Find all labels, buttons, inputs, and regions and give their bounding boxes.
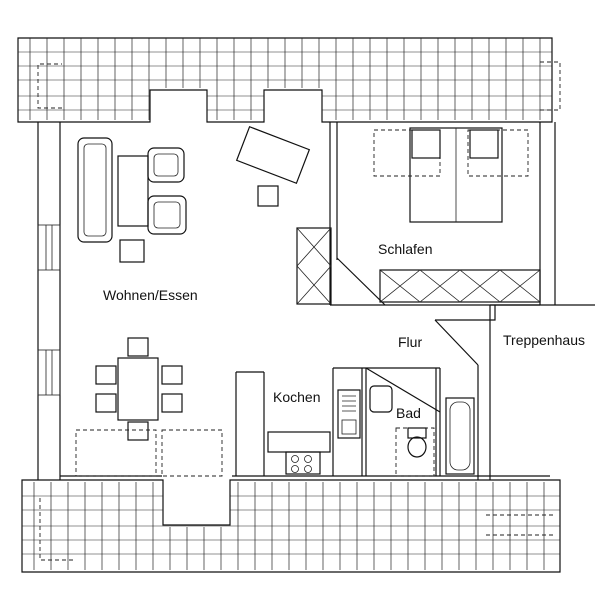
armchair-1 xyxy=(147,147,185,183)
label-stairwell: Treppenhaus xyxy=(503,332,585,348)
interior-walls xyxy=(235,122,540,480)
stove xyxy=(285,451,321,475)
desk xyxy=(235,125,311,185)
desk-chair xyxy=(257,185,279,207)
roof-bottom xyxy=(21,479,561,573)
dashed-cabinet-left xyxy=(75,429,157,477)
cupboard xyxy=(296,227,332,305)
toilet xyxy=(407,436,427,458)
bathtub xyxy=(445,397,475,475)
bath-fixtures xyxy=(369,385,475,477)
living-furniture xyxy=(77,125,332,305)
window-left-lower xyxy=(37,349,61,396)
bedroom-furniture xyxy=(373,127,541,303)
dining-furniture xyxy=(75,337,223,477)
pouf xyxy=(119,239,145,263)
dashed-cabinet-right xyxy=(161,429,223,477)
armchair-2 xyxy=(147,195,187,235)
label-hall: Flur xyxy=(398,334,422,350)
kitchen-fixtures xyxy=(267,389,361,475)
sink xyxy=(337,389,361,439)
sofa xyxy=(77,137,113,243)
label-bedroom: Schlafen xyxy=(378,241,432,257)
toilet-dashed xyxy=(395,427,435,477)
room-labels: Wohnen/Essen Schlafen Flur Treppenhaus K… xyxy=(103,241,585,421)
label-living: Wohnen/Essen xyxy=(103,287,198,303)
window-left-upper xyxy=(37,224,61,271)
dining-table xyxy=(117,357,159,421)
roof-top xyxy=(17,37,561,123)
label-bath: Bad xyxy=(396,405,421,421)
label-kitchen: Kochen xyxy=(273,389,320,405)
washbasin xyxy=(369,385,393,413)
kitchen-counter xyxy=(267,431,331,453)
coffee-table xyxy=(117,155,149,227)
wardrobe xyxy=(379,269,541,303)
